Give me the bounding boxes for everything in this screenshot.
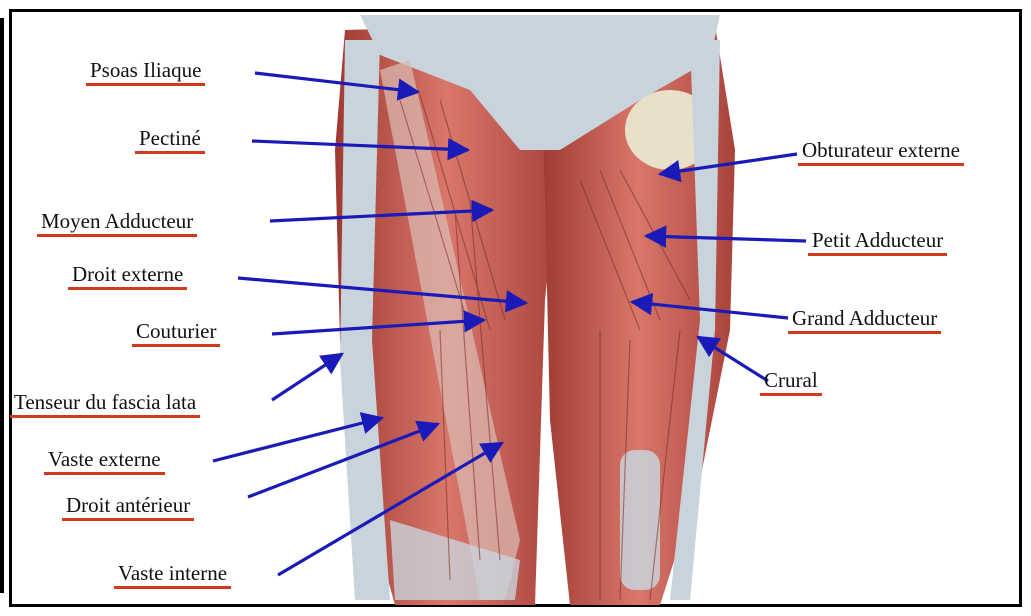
label-crural: Crural: [760, 368, 822, 396]
label-pectine: Pectiné: [135, 126, 205, 154]
label-droit-anterieur: Droit antérieur: [62, 493, 194, 521]
label-petit-adducteur: Petit Adducteur: [808, 228, 947, 256]
label-vaste-externe: Vaste externe: [44, 447, 165, 475]
label-vaste-interne: Vaste interne: [114, 561, 231, 589]
label-grand-adducteur: Grand Adducteur: [788, 306, 941, 334]
arrow-tenseur: [272, 354, 342, 400]
illustration-body: [335, 15, 735, 605]
label-psoas-iliaque: Psoas Iliaque: [86, 58, 205, 86]
label-moyen-adducteur: Moyen Adducteur: [37, 209, 197, 237]
label-couturier: Couturier: [132, 319, 220, 347]
label-tenseur-fascia-lata: Tenseur du fascia lata: [10, 390, 200, 418]
label-droit-externe: Droit externe: [68, 262, 187, 290]
label-obturateur-externe: Obturateur externe: [798, 138, 964, 166]
